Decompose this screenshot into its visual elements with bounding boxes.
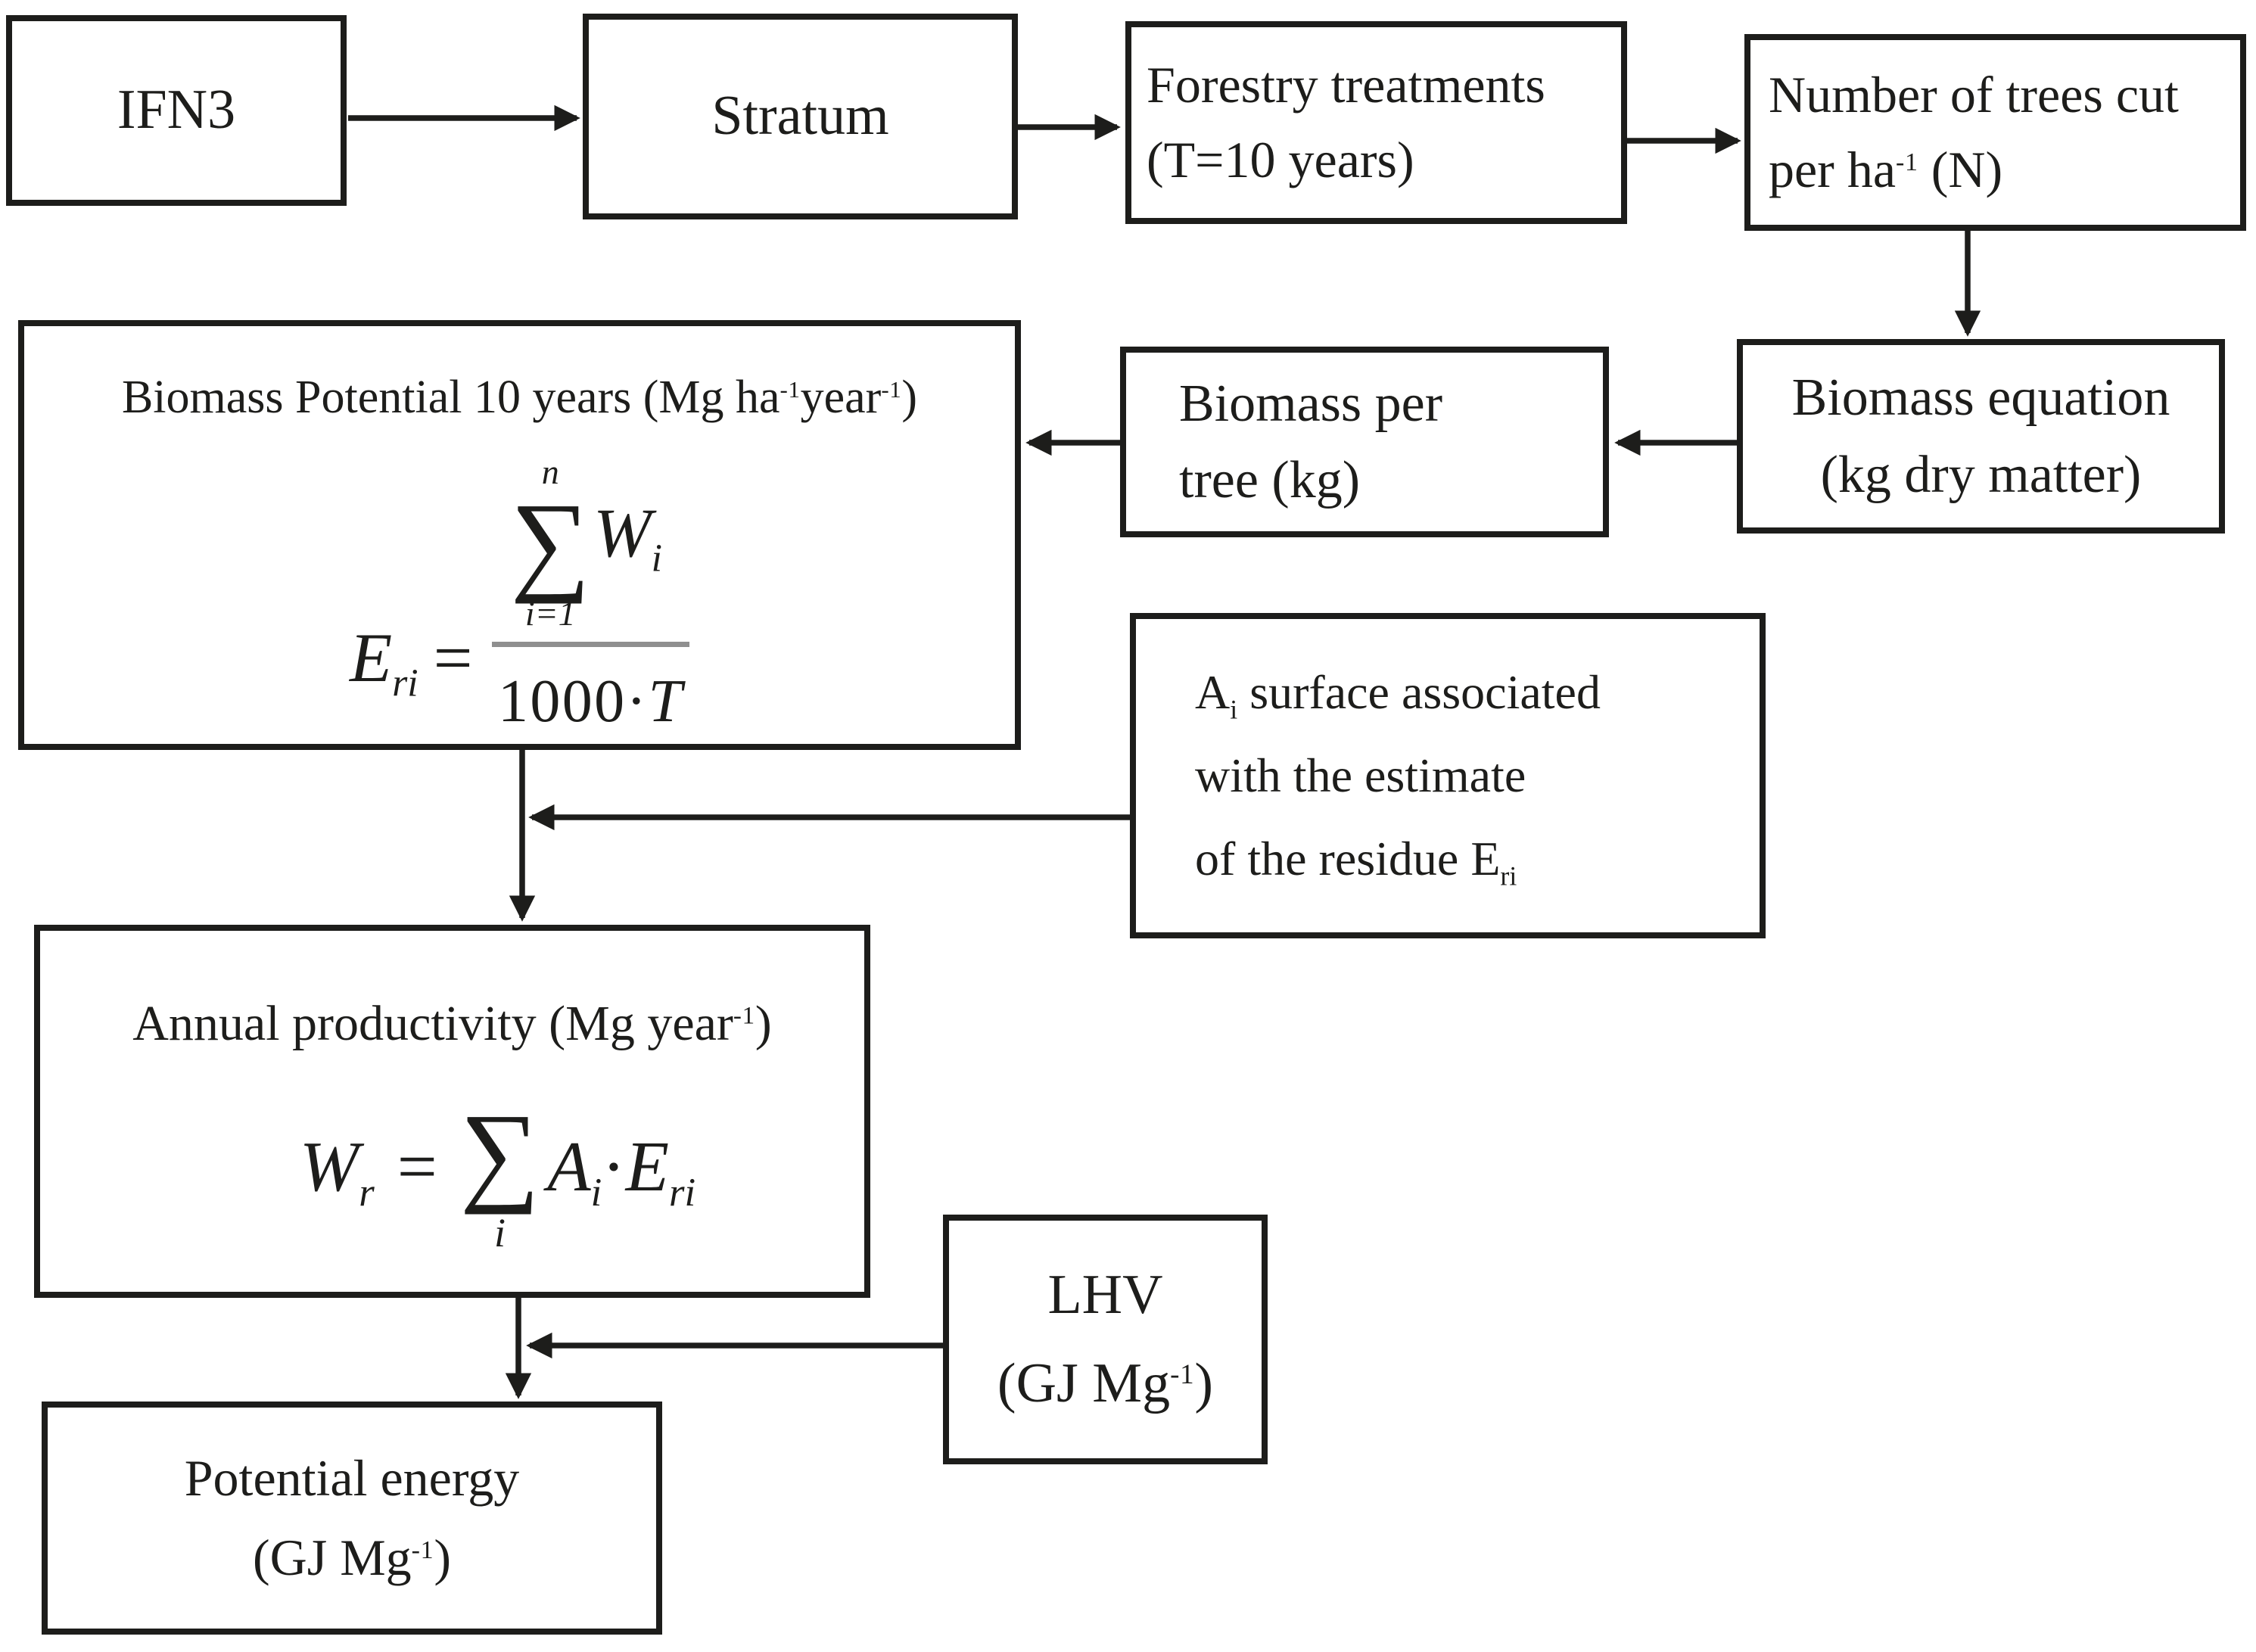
year-exponent: -1 [881,375,902,403]
surface-line3: of the residue Eri [1195,832,1517,891]
trees-cut-exponent: -1 [1896,148,1918,176]
biomass-per-tree-line2: tree (kg) [1179,451,1361,509]
box-biomass-potential: Biomass Potential 10 years (Mg ha-1year-… [18,320,1021,750]
sum-lower-limit: i=1 [524,593,576,633]
box-lhv: LHV (GJ Mg-1) [943,1215,1268,1464]
sum-term: Wi [593,494,662,580]
sigma-icon: ∑ [510,481,590,605]
forestry-line2: (T=10 years) [1147,131,1414,188]
surface-line2: with the estimate [1195,748,1526,802]
box-annual-productivity: Annual productivity (Mg year-1) Wr= ∑ i … [34,925,870,1298]
summation-symbol: ∑ i [459,1090,540,1255]
box-biomass-equation: Biomass equation (kg dry matter) [1737,339,2225,534]
box-forestry-treatments: Forestry treatments (T=10 years) [1125,21,1627,224]
ha-exponent: -1 [779,375,801,403]
biomass-equation-line1: Biomass equation [1791,369,2170,427]
trees-cut-line2: per ha-1 (N) [1769,141,2003,198]
box-stratum: Stratum [583,14,1018,219]
biomass-potential-title: Biomass Potential 10 years (Mg ha-1year-… [121,372,918,423]
residue-formula-fraction: n ∑ i=1 Wi 1000·T [492,453,689,745]
productivity-formula-terms: Ai·Eri [547,1127,696,1215]
lhv-exponent: -1 [1170,1358,1195,1390]
box-surface-associated: Ai surface associated with the estimate … [1130,613,1766,938]
box-biomass-per-tree: Biomass per tree (kg) [1120,347,1609,537]
residue-formula-denominator: 1000·T [497,668,684,736]
box-potential-energy: Potential energy (GJ Mg-1) [42,1402,662,1635]
potential-energy-exponent: -1 [411,1535,434,1564]
surface-e-subscript: ri [1500,860,1517,891]
biomass-equation-line2: (kg dry matter) [1820,445,2142,504]
mg-year-exponent: -1 [733,1002,755,1030]
stratum-label: Stratum [711,85,889,148]
ifn3-label: IFN3 [117,79,236,142]
surface-line1: Ai surface associated [1195,664,1601,725]
summation-symbol: n ∑ i=1 [510,453,590,633]
lhv-line2: (GJ Mg-1) [997,1352,1214,1414]
box-ifn3: IFN3 [6,15,347,206]
forestry-line1: Forestry treatments [1147,56,1545,114]
sum-lower-limit: i [493,1209,506,1255]
sigma-icon: ∑ [459,1090,540,1215]
potential-energy-line1: Potential energy [184,1448,520,1507]
potential-energy-line2: (GJ Mg-1) [252,1529,452,1586]
annual-productivity-title: Annual productivity (Mg year-1) [132,996,772,1051]
productivity-formula-lhs: Wr= [299,1127,437,1215]
biomass-per-tree-line1: Biomass per [1179,374,1443,433]
sum-upper-limit: n [541,452,559,491]
surface-a-subscript: i [1230,694,1238,725]
residue-formula-lhs: Eri= [350,618,473,705]
box-number-of-trees-cut: Number of trees cut per ha-1 (N) [1744,34,2246,231]
residue-formula-numerator: n ∑ i=1 Wi [492,453,689,648]
residue-formula: Eri= n ∑ i=1 Wi 1000·T [350,453,689,745]
productivity-formula: Wr= ∑ i Ai·Eri [299,1090,696,1255]
lhv-line1: LHV [1047,1264,1163,1327]
trees-cut-line1: Number of trees cut [1769,66,2179,124]
